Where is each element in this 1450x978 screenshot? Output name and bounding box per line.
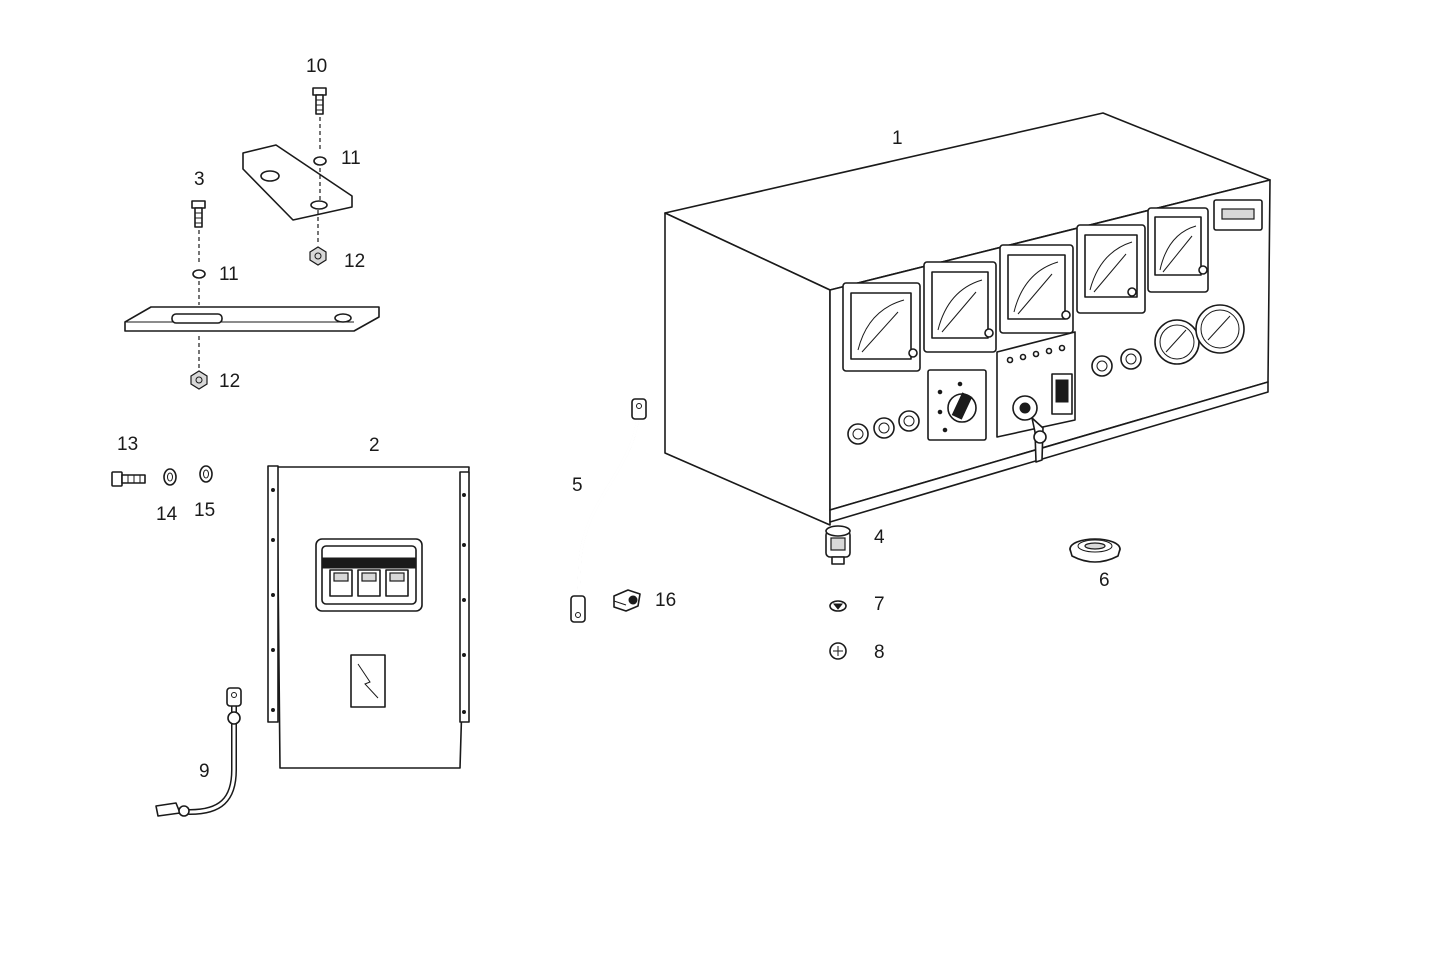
callout-11-lower: 11: [219, 264, 239, 285]
callout-2: 2: [369, 435, 380, 456]
washer-14: [163, 468, 177, 486]
part-7: [829, 600, 847, 612]
callout-16: 16: [655, 590, 676, 611]
lamp-holder-4: [825, 525, 851, 565]
upper-bracket: [242, 144, 353, 221]
cable-9: [155, 687, 242, 817]
callout-9: 9: [199, 761, 210, 782]
callout-3: 3: [194, 169, 205, 190]
cable-5: [570, 398, 647, 623]
control-panel-box: [664, 112, 1271, 526]
callout-15: 15: [194, 500, 215, 521]
screw-10: [312, 87, 327, 115]
meter-row: [842, 199, 1263, 372]
nut-12-lower: [190, 370, 208, 390]
screw-3: [191, 200, 206, 228]
selector-switch: [927, 369, 987, 441]
nut-15: [199, 465, 213, 483]
callout-11-upper: 11: [341, 148, 361, 169]
nut-12-upper: [309, 246, 327, 266]
grommet-6: [1069, 538, 1121, 563]
round-gauges: [1154, 304, 1245, 365]
callout-13: 13: [117, 434, 138, 455]
cover-panel: [267, 465, 470, 769]
part-8: [829, 642, 847, 660]
callout-5: 5: [572, 475, 583, 496]
callout-4: 4: [874, 527, 885, 548]
panel-knobs: [847, 348, 1142, 445]
callout-12-upper: 12: [344, 251, 365, 272]
callouts: 1 2 3 4 5 6 7 8 9 10 11 11 12 12 13 14 1…: [117, 56, 1110, 782]
lower-bracket: [124, 306, 380, 332]
callout-14: 14: [156, 504, 178, 525]
callout-10: 10: [306, 56, 327, 77]
washer-11-lower: [192, 269, 206, 279]
callout-6: 6: [1099, 570, 1110, 591]
washer-11-upper: [313, 156, 327, 166]
callout-12-lower: 12: [219, 371, 240, 392]
terminal-16: [613, 589, 641, 612]
callout-8: 8: [874, 642, 885, 663]
callout-1: 1: [892, 128, 903, 149]
key-switch-panel: [996, 331, 1076, 463]
callout-7: 7: [874, 594, 885, 615]
bolt-13: [111, 471, 146, 487]
